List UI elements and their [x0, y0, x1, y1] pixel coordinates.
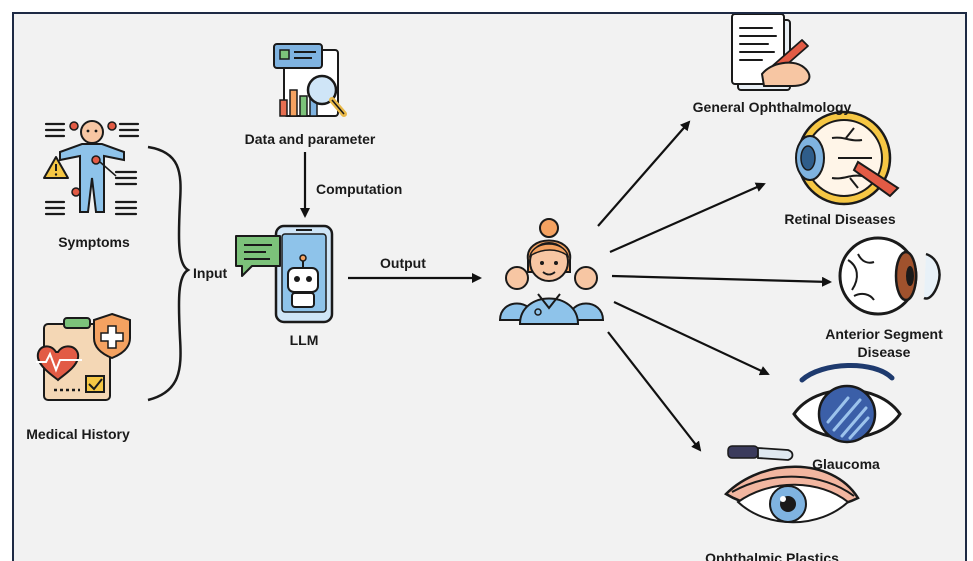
- input-brace: [147, 145, 191, 402]
- diagram-canvas: Data and parameter Computation Symptoms …: [12, 12, 967, 561]
- diagram-art: [36, 14, 941, 524]
- outcome-general-ophthalmology-label: General Ophthalmology: [692, 99, 852, 115]
- outcome-ophthalmic-plastics-label: Ophthalmic Plastics: [705, 550, 839, 561]
- outcome-anterior-segment-label: Anterior Segment Disease: [825, 326, 943, 360]
- outcome-retinal-diseases-label: Retinal Diseases: [784, 211, 896, 227]
- retinal-diseases-icon: [795, 110, 900, 206]
- llm-label: LLM: [289, 332, 319, 348]
- ophthalmic-plastics-icon: [723, 445, 860, 524]
- arrow-to-plastics: [607, 331, 702, 452]
- symptoms-label: Symptoms: [58, 234, 130, 250]
- medical-history-icon: [36, 312, 131, 401]
- arrow-to-retinal: [609, 182, 766, 254]
- doctors-icon: [498, 218, 605, 325]
- arrow-to-glaucoma: [613, 301, 770, 376]
- arrow-to-general: [597, 120, 691, 227]
- anterior-segment-eye-icon: [838, 236, 941, 316]
- data-parameter-icon: [273, 43, 347, 117]
- arrow-to-anterior: [611, 274, 832, 287]
- data-parameter-label: Data and parameter: [244, 131, 376, 147]
- llm-phone-icon: [235, 224, 334, 324]
- outcome-glaucoma-label: Glaucoma: [812, 456, 880, 472]
- glaucoma-eye-icon: [792, 362, 902, 444]
- computation-label: Computation: [316, 181, 403, 197]
- output-label: Output: [380, 255, 426, 271]
- input-label: Input: [193, 265, 228, 281]
- symptoms-icon: [43, 120, 140, 216]
- medical-history-label: Medical History: [26, 426, 130, 442]
- general-ophthalmology-icon: [731, 14, 811, 91]
